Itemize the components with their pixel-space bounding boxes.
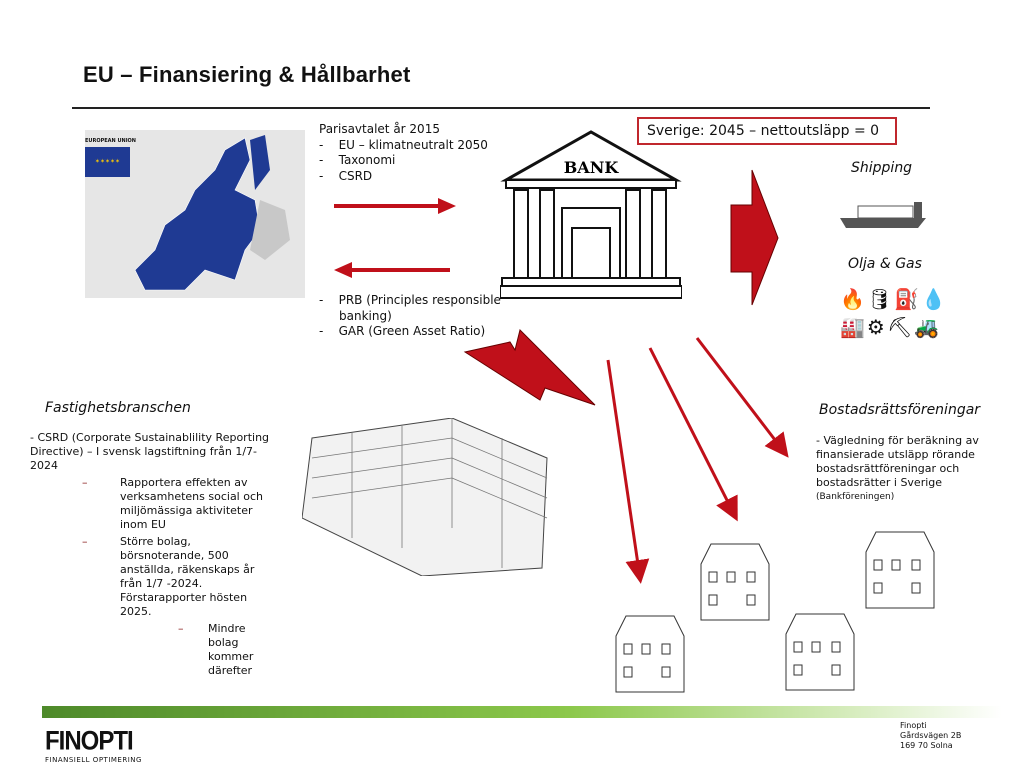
eu-flag-icon: ✶✶✶✶✶ xyxy=(85,147,130,177)
arrow-to-house-icon xyxy=(606,359,650,584)
eu-label: EUROPEAN UNION xyxy=(85,138,136,144)
paris-item: - Taxonomi xyxy=(319,153,396,167)
house-icon xyxy=(615,615,685,693)
fastighet-intro: - CSRD (Corporate Sustainablility Report… xyxy=(30,431,270,472)
fastighet-text: - CSRD (Corporate Sustainablility Report… xyxy=(30,431,280,678)
prb-item: - GAR (Green Asset Ratio) xyxy=(319,324,486,338)
fastighet-sub3: Mindre bolag kommer därefter xyxy=(208,622,254,677)
arrow-to-house-icon xyxy=(695,337,789,458)
finopti-logo: FINOPTI FINANSIELL OPTIMERING xyxy=(45,726,142,764)
paris-heading: Parisavtalet år 2015 xyxy=(319,122,440,136)
eu-map: EUROPEAN UNION ✶✶✶✶✶ xyxy=(85,130,305,298)
prb-item: - PRB (Principles responsible banking) xyxy=(319,293,501,323)
building-sketch xyxy=(302,418,548,576)
bostad-text: - Vägledning för beräkning av finansiera… xyxy=(816,434,996,504)
prb-list: - PRB (Principles responsible banking) -… xyxy=(319,293,504,340)
bank-label: BANK xyxy=(564,158,620,177)
logo-tagline: FINANSIELL OPTIMERING xyxy=(45,756,142,764)
footer-address: Finopti Gårdsvägen 2B 169 70 Solna xyxy=(900,721,961,751)
footer-green-bar xyxy=(42,706,1002,718)
big-arrow-right-icon xyxy=(730,169,779,306)
shipping-label: Shipping xyxy=(851,160,913,176)
fastighet-sub2: Större bolag, börsnoterande, 500 anställ… xyxy=(120,535,255,618)
page-title: EU – Finansiering & Hållbarhet xyxy=(83,62,411,87)
bank-icon: BANK xyxy=(500,130,682,299)
bostad-source: (Bankföreningen) xyxy=(816,492,895,502)
fastighet-title: Fastighetsbranschen xyxy=(45,400,191,416)
house-icon xyxy=(700,543,770,621)
eu-map-shape xyxy=(134,135,290,291)
logo-text: FINOPTI xyxy=(45,726,134,757)
bostad-title: Bostadsrättsföreningar xyxy=(819,402,981,418)
olja-gas-label: Olja & Gas xyxy=(848,256,922,272)
arrow-to-house-icon xyxy=(648,347,738,522)
big-arrow-down-left-icon xyxy=(463,329,596,406)
ship-icon xyxy=(840,202,926,228)
paris-list: Parisavtalet år 2015 - EU – klimatneutra… xyxy=(319,122,488,184)
fastighet-sub1: Rapportera effekten av verksamhetens soc… xyxy=(120,476,263,531)
paris-item: - EU – klimatneutralt 2050 xyxy=(319,137,488,152)
title-divider xyxy=(72,107,930,109)
goal-box: Sverige: 2045 – nettoutsläpp = 0 xyxy=(637,117,897,145)
arrows-layer xyxy=(334,169,789,584)
house-icon xyxy=(865,531,935,609)
paris-item: - CSRD xyxy=(319,168,373,183)
address-line: 169 70 Solna xyxy=(900,741,953,750)
arrow-left-icon xyxy=(334,262,450,278)
house-icon xyxy=(785,613,855,691)
arrow-right-icon xyxy=(334,198,456,214)
address-line: Finopti xyxy=(900,721,927,730)
bostad-description: - Vägledning för beräkning av finansiera… xyxy=(816,434,979,489)
oil-gas-icons: 🔥🛢⛽💧🏭⚙⛏🚜 xyxy=(840,287,949,339)
address-line: Gårdsvägen 2B xyxy=(900,731,962,740)
